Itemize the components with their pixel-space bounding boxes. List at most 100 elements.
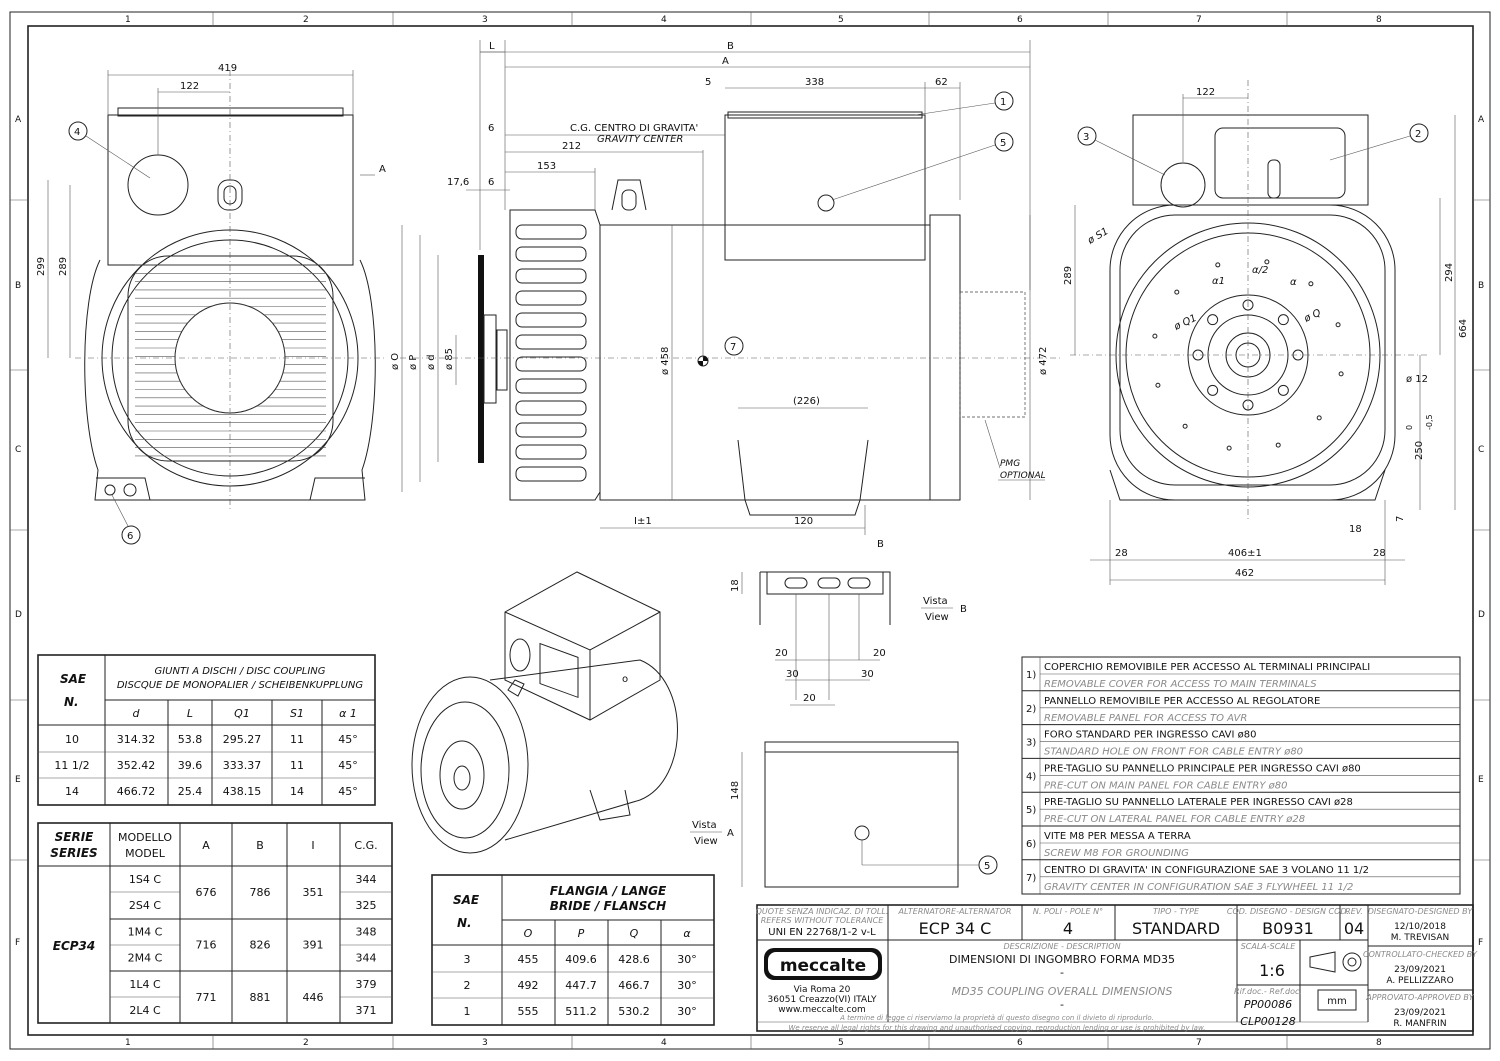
fan-slot (515, 356, 587, 372)
col-label: 8 (1376, 15, 1382, 25)
rev-value: 04 (1344, 919, 1364, 938)
note-number: 4) (1026, 771, 1036, 782)
scale-label: SCALA-SCALE (1241, 942, 1297, 951)
dim-l: L (489, 41, 495, 52)
flange-sae: SAE (453, 893, 480, 907)
note-english: PRE-CUT ON MAIN PANEL FOR CABLE ENTRY ø8… (1044, 780, 1288, 791)
col-label: 6 (1017, 15, 1023, 25)
coupling-cell: 45° (338, 759, 358, 772)
bolt-hole (1174, 289, 1180, 295)
note-number: 7) (1026, 873, 1036, 884)
desc-en: MD35 COUPLING OVERALL DIMENSIONS (952, 985, 1173, 998)
coupling-title-1: GIUNTI A DISCHI / DISC COUPLING (154, 666, 325, 677)
coupling-cell: 11 (290, 733, 304, 746)
flange-cell: 30° (677, 979, 697, 992)
flange-col-header: Q (630, 927, 639, 940)
model-name-cell: 1L4 C (129, 978, 161, 991)
coupling-table: SAE N. GIUNTI A DISCHI / DISC COUPLING D… (37, 654, 376, 806)
svg-text:1: 1 (1000, 97, 1006, 108)
col-label: 4 (661, 15, 667, 25)
bolt-hole (1275, 442, 1281, 448)
dim-b-30b: 30 (861, 669, 874, 680)
dim-294: 294 (1444, 263, 1455, 282)
row-label: C (1478, 445, 1484, 455)
note-italian: PRE-TAGLIO SU PANNELLO PRINCIPALE PER IN… (1044, 763, 1361, 774)
note-italian: VITE M8 PER MESSA A TERRA (1044, 831, 1191, 842)
dim-q: ø Q (1302, 307, 1323, 325)
flange-hole (1277, 384, 1289, 396)
coupling-col-header: S1 (290, 707, 304, 720)
callout-2 (1409, 123, 1429, 143)
dim-226: (226) (793, 396, 820, 407)
fan-slot (515, 290, 587, 306)
note-italian: PRE-TAGLIO SU PANNELLO LATERALE PER INGR… (1044, 797, 1353, 808)
svg-text:4: 4 (74, 127, 80, 138)
view-a: 148 5 Vista View A (690, 741, 998, 888)
note-english: SCREW M8 FOR GROUNDING (1044, 848, 1189, 859)
alt-label: ALTERNATORE-ALTERNATOR (898, 907, 1012, 916)
dim-62: 62 (935, 77, 948, 88)
row-label: F (1478, 938, 1483, 948)
rear-frame (1109, 204, 1396, 501)
approved-name: R. MANFRIN (1393, 1019, 1446, 1029)
flange-sae-cell: 3 (464, 953, 471, 966)
grille (127, 255, 334, 462)
dim-p: ø P (408, 355, 419, 370)
coupling-cell: 295.27 (223, 733, 262, 746)
foot (737, 439, 869, 501)
coupling-disc (478, 255, 484, 463)
type-label: TIPO - TYPE (1153, 907, 1200, 916)
bolt-hole (1264, 259, 1270, 265)
note-number: 5) (1026, 805, 1036, 816)
svg-text:7: 7 (730, 342, 736, 353)
row-label: B (15, 281, 21, 291)
iso-fan-housing (411, 676, 529, 854)
rear-view: 122 289 294 664 250 0 -0,5 28 406±1 28 4… (1063, 80, 1469, 585)
dim-406: 406±1 (1228, 548, 1262, 559)
dim-5: 5 (705, 77, 711, 88)
dim-250: 250 (1414, 441, 1425, 460)
zone-grid (10, 12, 1490, 1049)
coupling-cell: 438.15 (223, 785, 262, 798)
model-cg-cell: 325 (356, 899, 377, 912)
dim-offset: 122 (180, 81, 199, 92)
flange-cell: 30° (677, 953, 697, 966)
col-label: 4 (661, 1038, 667, 1048)
side-view: B L A 5 338 62 6 C.G. CENTRO DI GRAVITA'… (390, 40, 1060, 550)
col-labels-top: 1 2 3 4 5 6 7 8 (125, 15, 1382, 25)
model-model: MODELLO (118, 831, 172, 844)
tol-line1: QUOTE SENZA INDICAZ. DI TOLL. (756, 907, 889, 916)
dim-o: ø O (390, 353, 401, 370)
col-labels-bottom: 1 2 3 4 5 6 7 8 (125, 1038, 1382, 1048)
fan-slot (515, 224, 587, 240)
dim-b-18: 18 (730, 579, 741, 592)
view-b: 18 20 20 30 30 20 Vista View B (730, 571, 967, 706)
fan-slot (515, 378, 587, 394)
model-name-cell: 1M4 C (128, 926, 163, 939)
inner-border (27, 25, 1474, 1036)
model-model-en: MODEL (125, 847, 166, 860)
model-i-cell: 446 (303, 991, 324, 1004)
dim-250-tol-minus: -0,5 (1425, 414, 1434, 430)
coupling-cell: 39.6 (178, 759, 203, 772)
desc-sep2: - (1060, 998, 1064, 1011)
terminal-box (107, 114, 354, 266)
col-label: 5 (838, 1038, 844, 1048)
col-label: 7 (1196, 1038, 1202, 1048)
bolt-hole (1155, 382, 1161, 388)
approved-label: APPROVATO-APPROVED BY (1365, 993, 1474, 1002)
code-value: B0931 (1262, 919, 1314, 938)
flange-cell: 530.2 (618, 1005, 650, 1018)
note-english: STANDARD HOLE ON FRONT FOR CABLE ENTRY ø… (1044, 747, 1303, 758)
model-b-cell: 826 (250, 939, 271, 952)
coupling-cell: 53.8 (178, 733, 203, 746)
dim-h1: 299 (36, 257, 47, 276)
dim-alpha: α (1290, 277, 1297, 288)
flange-cell: 466.7 (618, 979, 650, 992)
row-label: D (1478, 610, 1485, 620)
dim-b: B (727, 41, 734, 52)
coupling-cell: 466.72 (117, 785, 156, 798)
row-labels: A B C D E F A B C D E F (15, 115, 1485, 948)
col-label: 8 (1376, 1038, 1382, 1048)
tol-std: UNI EN 22768/1-2 v-L (768, 927, 876, 938)
